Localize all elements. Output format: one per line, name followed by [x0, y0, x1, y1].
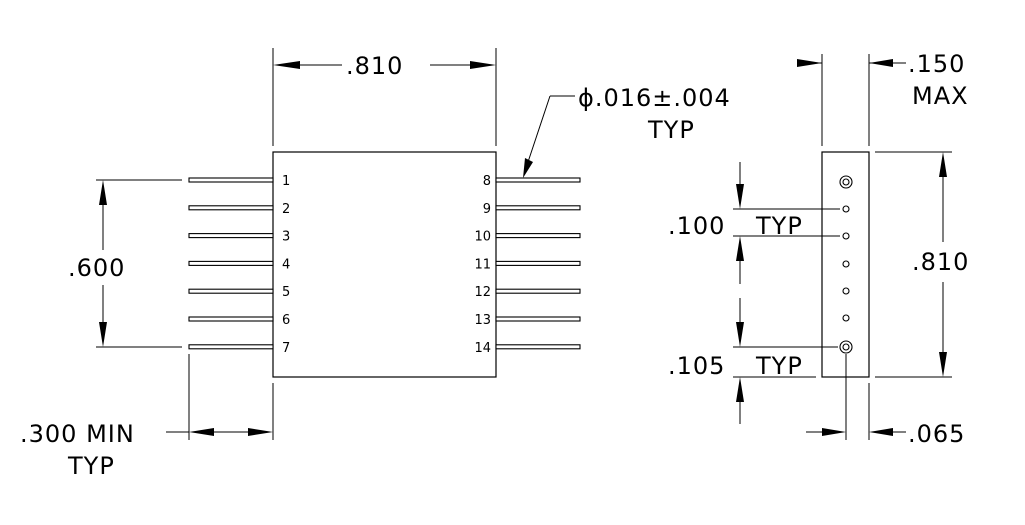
body-width-dimension: .810	[272, 48, 497, 146]
lead-length-note: TYP	[67, 452, 115, 480]
pin-pitch-dimension: .100 TYP	[668, 162, 840, 284]
side-pin-6	[842, 314, 850, 322]
left-pin-row: 1 2 3 4 5 6 7	[188, 174, 290, 356]
arrow-down	[736, 184, 744, 209]
body-height-dimension: .810	[875, 151, 969, 378]
pin-diameter-callout: ϕ.016±.004 TYP	[523, 84, 731, 178]
pin-diameter-note: TYP	[647, 116, 695, 144]
lead-8	[495, 177, 581, 183]
side-pin-1-inner	[842, 178, 850, 186]
side-pin-2	[842, 205, 850, 213]
lead-13	[495, 316, 581, 322]
side-pin-7-inner	[842, 343, 850, 351]
package-body	[272, 151, 497, 378]
side-pin-5	[842, 287, 850, 295]
pin-number-4: 4	[282, 257, 290, 272]
lead-3	[188, 233, 274, 239]
pin-number-14: 14	[474, 341, 491, 356]
lead-1	[188, 177, 274, 183]
arrow-left	[869, 428, 893, 436]
lead-9	[495, 205, 581, 211]
side-pin-3	[842, 232, 850, 240]
lead-length-dimension: .300 MIN TYP	[20, 354, 274, 480]
lead-2	[188, 205, 274, 211]
lead-7	[188, 344, 274, 350]
lead-10	[495, 233, 581, 239]
pin-pitch-label: .100	[668, 212, 725, 240]
pin-offset-label: .065	[908, 420, 965, 448]
arrow-left	[189, 428, 214, 436]
arrow-up	[736, 377, 744, 402]
lead-length-label: .300 MIN	[20, 420, 135, 448]
arrow-right	[822, 428, 846, 436]
arrow-down	[736, 322, 744, 347]
pin-number-8: 8	[483, 174, 491, 189]
thickness-label: .150	[908, 50, 965, 78]
pin-number-1: 1	[282, 174, 290, 189]
body-width-label: .810	[346, 52, 403, 80]
arrow-right	[248, 428, 273, 436]
arrow-left	[273, 61, 300, 69]
side-pin-4	[842, 260, 850, 268]
pin-number-13: 13	[474, 313, 491, 328]
arrow-down	[939, 352, 947, 377]
lead-6	[188, 316, 274, 322]
lead-11	[495, 260, 581, 266]
pin-span-dimension: .600	[68, 179, 182, 348]
pin-number-2: 2	[282, 202, 290, 217]
pin-diameter-label: ϕ.016±.004	[578, 84, 731, 112]
pin-number-5: 5	[282, 285, 290, 300]
pin-number-10: 10	[474, 230, 491, 245]
arrow-up	[939, 152, 947, 177]
pin-number-6: 6	[282, 313, 290, 328]
side-view: .150 MAX .810 .100 TYP	[668, 50, 969, 448]
arrow-up	[736, 236, 744, 261]
lead-12	[495, 288, 581, 294]
end-offset-dimension: .105 TYP	[668, 298, 838, 424]
right-pin-row: 8 9 10 11 12 13 14	[474, 174, 581, 356]
lead-4	[188, 260, 274, 266]
leader-arrow	[523, 158, 533, 178]
arrow-down	[99, 322, 107, 347]
arrow-left	[869, 59, 893, 67]
pin-offset-dimension: .065	[806, 354, 965, 448]
thickness-dimension: .150 MAX	[797, 50, 969, 146]
pin-pitch-note: TYP	[755, 212, 803, 240]
body-height-label: .810	[912, 248, 969, 276]
pin-number-7: 7	[282, 341, 290, 356]
pin-number-12: 12	[474, 285, 491, 300]
pin-number-9: 9	[483, 202, 491, 217]
side-pins	[839, 175, 853, 354]
lead-5	[188, 288, 274, 294]
end-offset-note: TYP	[755, 352, 803, 380]
arrow-right	[470, 61, 496, 69]
pin-number-3: 3	[282, 230, 290, 245]
lead-14	[495, 344, 581, 350]
end-offset-label: .105	[668, 352, 725, 380]
pin-span-label: .600	[68, 254, 125, 282]
thickness-note: MAX	[912, 82, 969, 110]
arrow-right	[797, 59, 822, 67]
pin-number-11: 11	[474, 257, 491, 272]
arrow-up	[99, 180, 107, 205]
